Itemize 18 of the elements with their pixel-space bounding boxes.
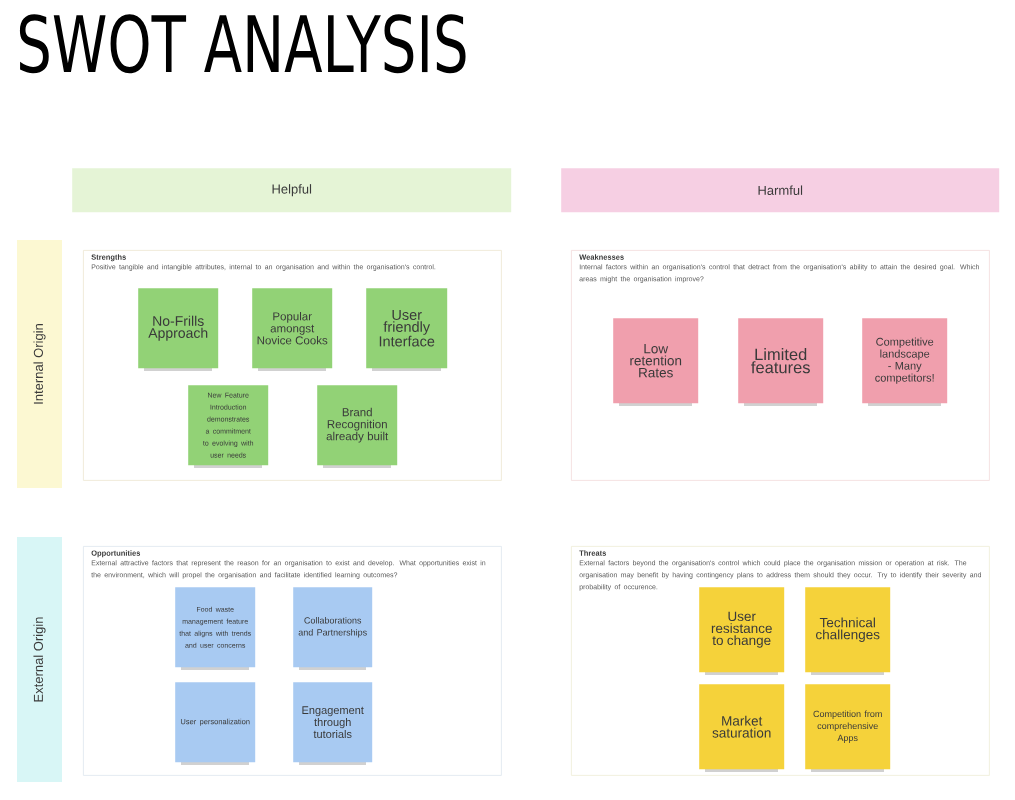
sticky-note: Market saturation (699, 684, 785, 772)
sticky-note: Collaborations and Partnerships (293, 587, 373, 670)
column-header: Helpful (72, 168, 512, 213)
sticky-note: Limited features (738, 318, 824, 406)
page-title: SWOT ANALYSIS (19, 14, 466, 74)
sticky-note: User resistance to change (699, 587, 785, 675)
sticky-note: Popular amongst Novice Cooks (252, 288, 333, 371)
sticky-note: User friendly Interface (366, 288, 448, 371)
sticky-note: Low retention Rates (613, 318, 699, 406)
sticky-note: Engagement through tutorials (293, 682, 373, 765)
sticky-note: Technical challenges (805, 587, 891, 675)
row-header: External Origin (17, 537, 62, 782)
column-header: Harmful (561, 168, 1000, 213)
sticky-note: Competition from comprehensive Apps (805, 684, 891, 772)
sticky-note: Competitive landscape - Many competitors! (862, 318, 948, 406)
sticky-note: No-Frills Approach (138, 288, 219, 371)
sticky-note: Brand Recognition already built (317, 385, 398, 468)
row-header: Internal Origin (17, 240, 62, 488)
